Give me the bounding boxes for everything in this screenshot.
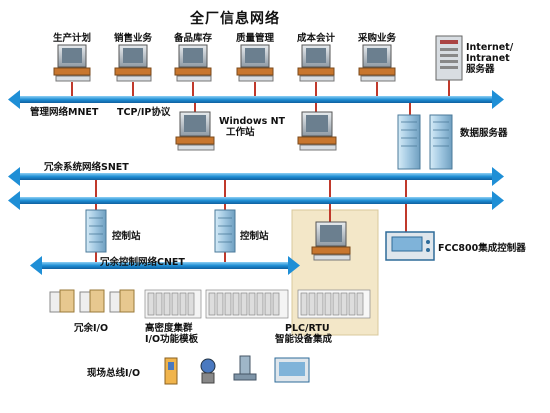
- workstation-2-icon: [297, 111, 337, 151]
- high-density-label-2: I/O功能模板: [145, 334, 199, 345]
- fieldbus-device-1-icon: [164, 357, 178, 385]
- high-density-io-icon: [144, 289, 289, 319]
- mnet-label: 管理网络MNET: [30, 107, 99, 118]
- page-title: 全厂信息网络: [190, 11, 280, 27]
- dept-label-1: 销售业务: [114, 33, 153, 44]
- department-drops: [71, 80, 450, 98]
- snet-label: 冗余系统网络SNET: [44, 162, 129, 173]
- fieldbus-display-icon: [274, 357, 310, 383]
- windows-nt-workstation-icon: [175, 111, 215, 151]
- pc-inventory: [174, 44, 212, 82]
- control-station-1-icon: [85, 209, 107, 253]
- internet-label-2: Intranet: [466, 53, 510, 64]
- mnet-bus: [8, 90, 504, 109]
- pc-production: [53, 44, 91, 82]
- high-density-label-1: 高密度集群: [145, 323, 193, 334]
- pc-cost: [297, 44, 335, 82]
- internet-label-1: Internet/: [466, 42, 514, 53]
- internet-label-3: 服务器: [466, 64, 495, 75]
- plc-label-2: 智能设备集成: [275, 334, 333, 345]
- snet-bus-2: [8, 191, 504, 210]
- plc-label-1: PLC/RTU: [285, 323, 330, 334]
- snet-bus-1: [8, 167, 504, 186]
- dept-label-5: 采购业务: [358, 33, 397, 44]
- department-pcs: [53, 44, 396, 82]
- redundant-io-label: 冗余I/O: [74, 323, 109, 334]
- cnet-label: 冗余控制网络CNET: [100, 257, 185, 268]
- data-server-label: 数据服务器: [460, 128, 508, 139]
- tcp-label: TCP/IP协议: [117, 107, 171, 118]
- fieldbus-transmitter-icon: [233, 355, 257, 381]
- fcc-label: FCC800集成控制器: [438, 243, 526, 254]
- dept-label-2: 备品库存: [174, 33, 213, 44]
- pc-purchasing: [358, 44, 396, 82]
- control-station-label-1: 控制站: [112, 231, 141, 242]
- pc-quality: [236, 44, 274, 82]
- fieldbus-label: 现场总线I/O: [87, 368, 141, 379]
- pc-sales: [114, 44, 152, 82]
- control-station-2-icon: [214, 209, 236, 253]
- dept-label-0: 生产计划: [53, 33, 92, 44]
- fcc800-controller-icon: [385, 231, 435, 261]
- plc-rtu-icon: [297, 289, 371, 319]
- data-server-icon: [397, 114, 453, 170]
- cnet-bus: [30, 256, 300, 275]
- dept-label-4: 成本会计: [297, 33, 336, 44]
- dept-label-3: 质量管理: [236, 33, 275, 44]
- fieldbus-valve-icon: [200, 358, 216, 384]
- control-station-label-2: 控制站: [240, 231, 269, 242]
- windows-nt-label-2: 工作站: [226, 127, 255, 138]
- windows-nt-label-1: Windows NT: [219, 116, 285, 127]
- redundant-io-icon: [49, 289, 135, 313]
- internet-server-icon: [435, 35, 463, 81]
- plc-workstation-icon: [311, 221, 351, 261]
